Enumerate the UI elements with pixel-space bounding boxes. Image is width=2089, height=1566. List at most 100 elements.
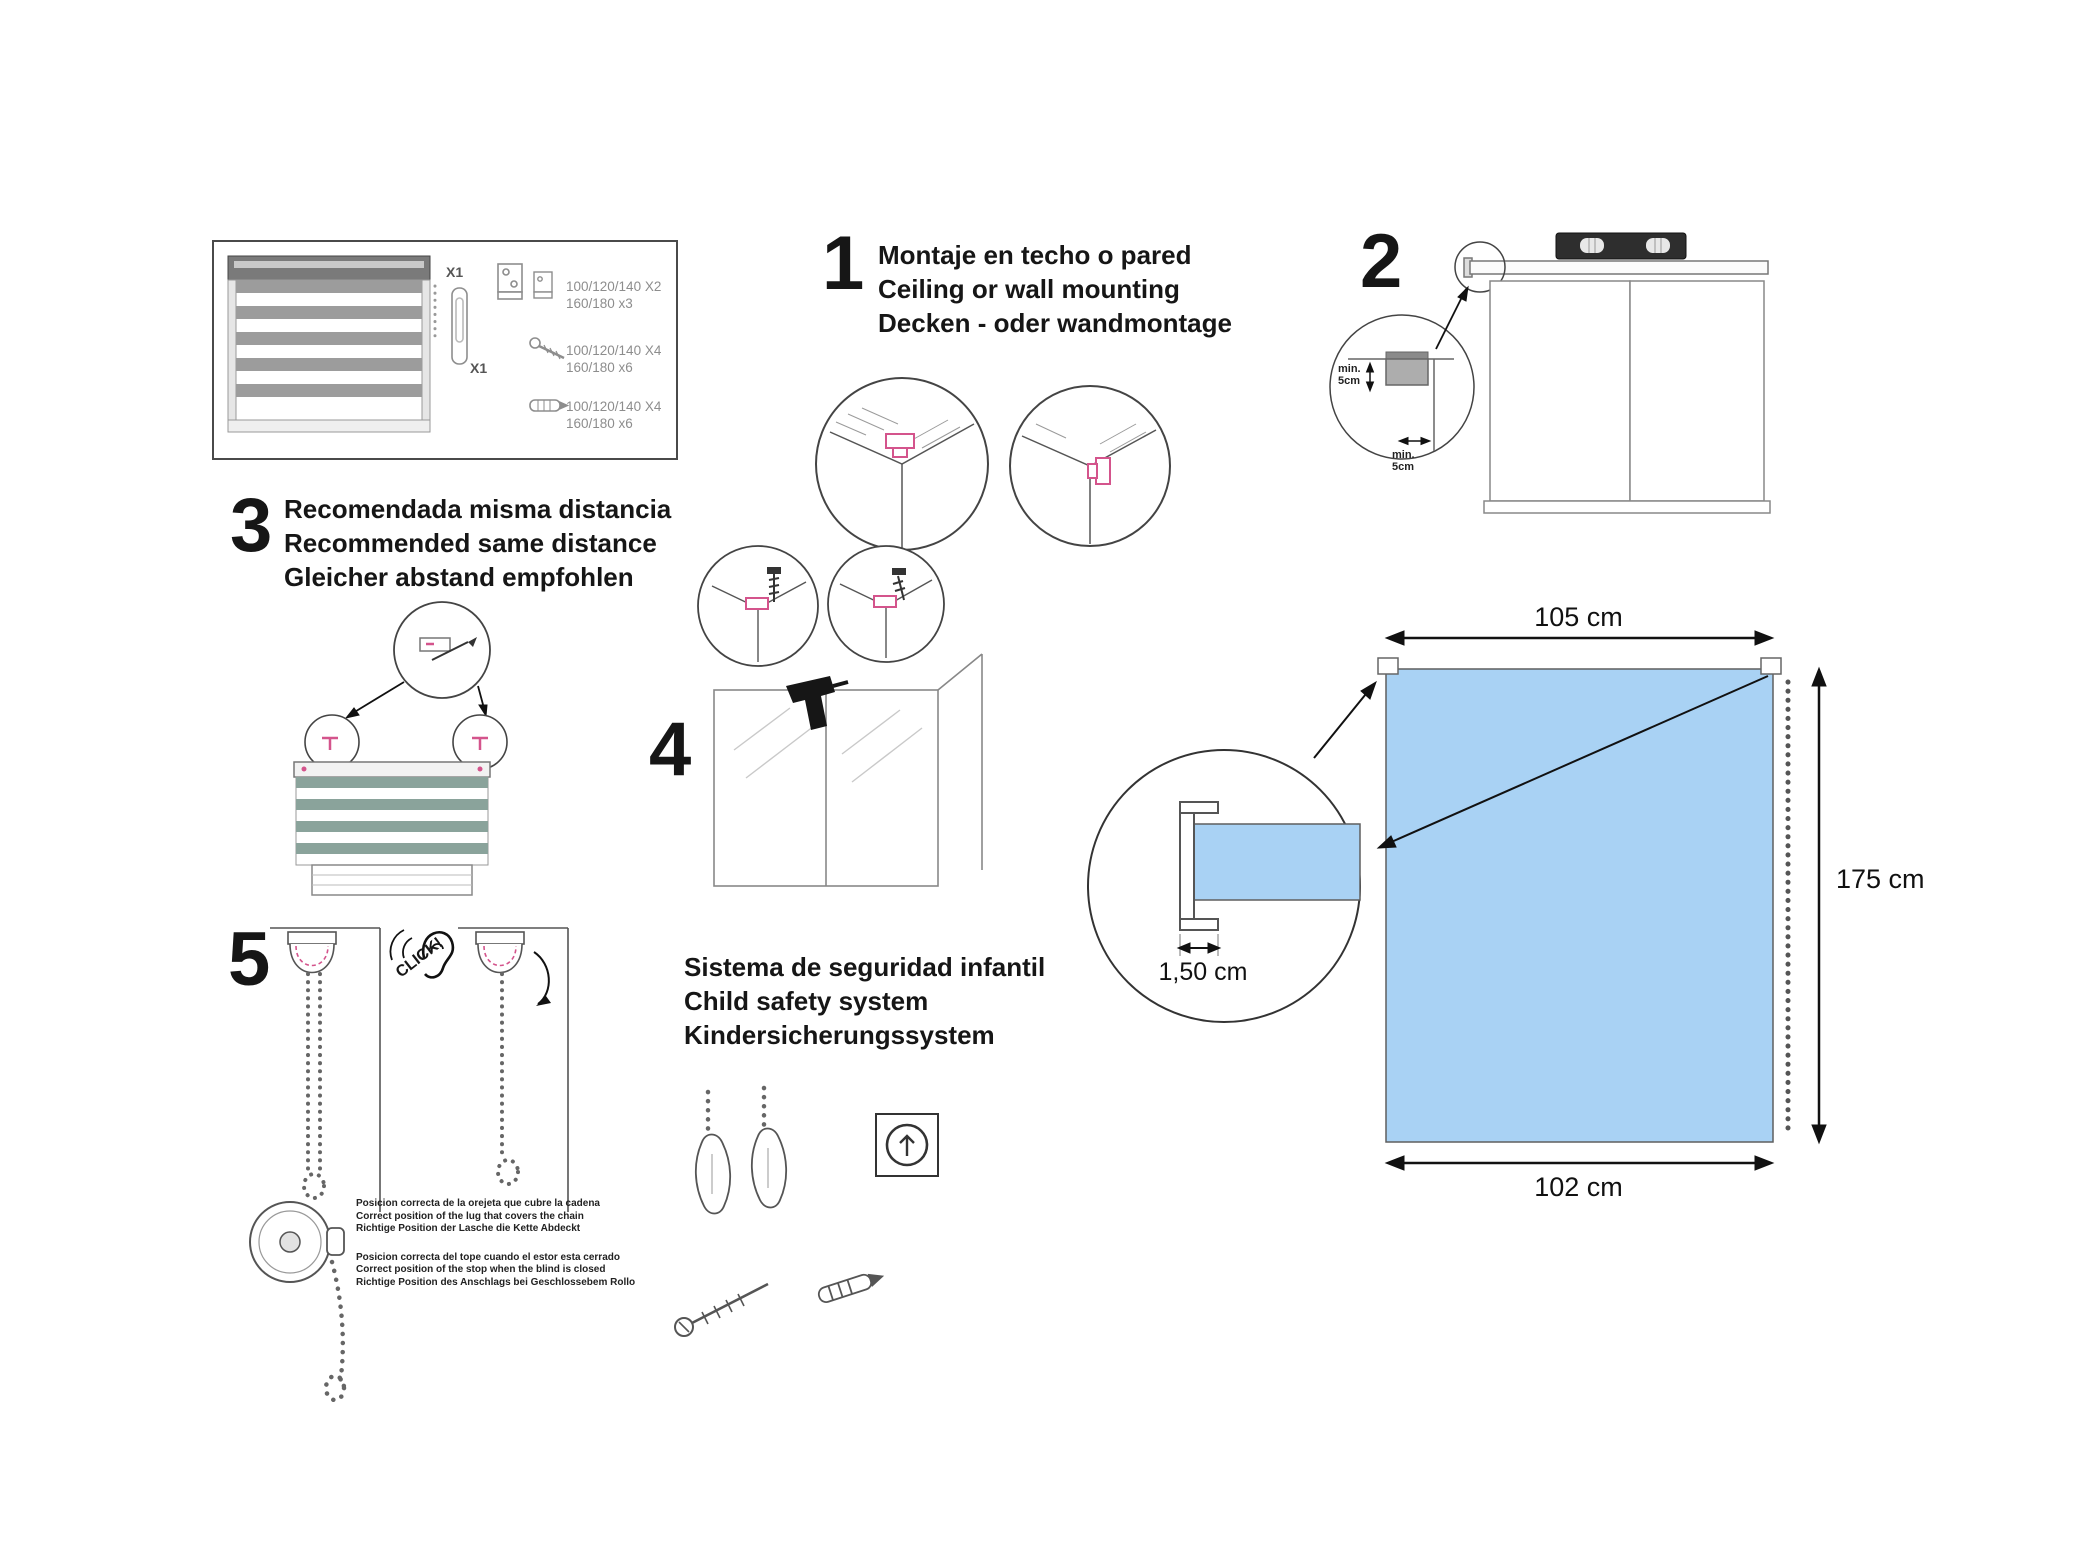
wall-plug-icon [529, 399, 570, 412]
stop-note-de: Richtige Position des Anschlags bei Gesc… [356, 1276, 636, 1288]
roller-blind-icon [227, 255, 437, 433]
step2-number: 2 [1360, 219, 1402, 304]
bracket-icon [497, 263, 523, 300]
blind-fabric [1377, 657, 1782, 1143]
step1-title: Montaje en techo o pared Ceiling or wall… [878, 238, 1232, 340]
mark-right-circle [452, 714, 508, 770]
dimension-arrow-top [1384, 630, 1775, 646]
step3-number: 3 [230, 483, 272, 568]
min-distance-label-vertical: min. 5cm [1338, 363, 1361, 387]
bracket-small-icon [533, 271, 553, 299]
child-safety-title: Sistema de seguridad infantil Child safe… [684, 950, 1045, 1052]
callout-arrow [1435, 285, 1469, 350]
min-distance-arrows [1365, 361, 1432, 446]
lug-note-de: Richtige Position der Lasche die Kette A… [356, 1223, 581, 1234]
step1-title-es: Montaje en techo o pared [878, 240, 1192, 270]
blind-panels [1483, 280, 1771, 514]
stop-note-es: Posicion correcta del tope cuando el est… [356, 1251, 620, 1263]
chain-notes: Posicion correcta de la orejeta que cubr… [356, 1198, 635, 1289]
step3-title-de: Gleicher abstand empfohlen [284, 562, 634, 592]
min-distance-label-horizontal: min. 5cm [1392, 449, 1415, 473]
lug-note: Posicion correcta de la orejeta que cubr… [356, 1198, 635, 1236]
lug-note-en: Correct position of the lug that covers … [356, 1210, 584, 1222]
parts-illustration [227, 255, 570, 433]
step3-illustration [293, 601, 508, 896]
bracket-icon [1087, 457, 1111, 485]
headrail-cross-section [1193, 823, 1361, 901]
chain-tensioner-icons [694, 1085, 788, 1215]
dimension-label-top-width: 105 cm [1534, 602, 1623, 632]
screw-wall-detail-circle [827, 545, 945, 663]
right-bracket-chain [458, 927, 569, 1212]
chain-stop-illustration [249, 1201, 347, 1403]
qty-screws-line2: 160/180 x6 [566, 360, 633, 375]
child-safety-title-en: Child safety system [684, 986, 929, 1016]
stop-note-en: Correct position of the stop when the bl… [356, 1264, 606, 1275]
child-safety-illustration [674, 1085, 939, 1337]
step2-illustration [1329, 232, 1771, 514]
step3-title-en: Recommended same distance [284, 528, 657, 558]
step5-illustration [270, 927, 569, 1212]
dimension-label-height: 175 cm [1836, 864, 1925, 894]
dimension-label-bracket-depth: 1,50 cm [1158, 958, 1248, 986]
marking-detail-circle [393, 601, 491, 699]
pencil-icon [431, 637, 477, 661]
zebra-blind-icon [293, 761, 491, 896]
screw-ceiling-detail-circle [697, 545, 819, 667]
step4-number: 4 [649, 707, 691, 792]
bracket-icon [885, 433, 915, 458]
drill-icon [786, 676, 849, 730]
headrail-icon [1463, 257, 1769, 278]
step5-number: 5 [228, 917, 270, 1002]
left-bracket-icon [1377, 657, 1399, 675]
bracket-cross-section [1179, 801, 1219, 931]
qty-brackets-line1: 100/120/140 X2 [566, 279, 662, 294]
stop-note: Posicion correcta del tope cuando el est… [356, 1252, 635, 1290]
chain-icon [329, 1259, 346, 1387]
mark-left-circle [304, 714, 360, 770]
step1-illustration [815, 377, 1171, 551]
step1-title-de: Decken - oder wandmontage [878, 308, 1232, 338]
qty-row-plugs: 100/120/140 X4 160/180 x6 [566, 398, 661, 432]
screw-icon [892, 568, 906, 601]
window-illustration [713, 653, 983, 887]
wall-plug-icon [817, 1273, 885, 1304]
callout-arrows [344, 681, 488, 719]
step3-title: Recomendada misma distancia Recommended … [284, 492, 671, 594]
qty-screws-line1: 100/120/140 X4 [566, 343, 662, 358]
wall-mount-detail-circle [1009, 385, 1171, 547]
child-safety-title-de: Kindersicherungssystem [684, 1020, 995, 1050]
bracket-detail-circle [1087, 749, 1361, 1023]
screw-icon [767, 567, 781, 602]
lug-note-es: Posicion correcta de la orejeta que cubr… [356, 1198, 600, 1209]
ceiling-mount-detail-circle [815, 377, 989, 551]
ear-icon [389, 929, 455, 979]
press-indicator-icon [875, 1113, 939, 1177]
measurement-diagram [1087, 630, 1827, 1171]
qty-row-brackets: 100/120/140 X2 160/180 x3 [566, 278, 661, 312]
magnifier-circle [1454, 241, 1506, 293]
knob-icon [249, 1201, 345, 1283]
right-bracket-icon [1760, 657, 1782, 675]
chain-loop [323, 1373, 347, 1403]
mounting-detail-circle [1329, 314, 1475, 460]
step1-number: 1 [822, 221, 864, 306]
parts-count-clip: X1 [470, 360, 488, 376]
spirit-level-icon [1555, 232, 1687, 260]
screw-icon [529, 337, 565, 360]
screw-icon [674, 1282, 769, 1337]
side-clip-icon [451, 287, 468, 365]
parts-count-blind: X1 [446, 264, 464, 280]
step4-illustration [697, 545, 983, 887]
dimension-arrow-bottom [1384, 1155, 1775, 1171]
parts-list-box: X1 X1 100/120/140 X2 160/180 x3 100/120/… [212, 240, 678, 460]
step1-title-en: Ceiling or wall mounting [878, 274, 1180, 304]
dimension-arrow-right [1811, 666, 1827, 1145]
dimension-arrow-bracket [1176, 934, 1222, 956]
child-safety-title-es: Sistema de seguridad infantil [684, 952, 1046, 982]
qty-brackets-line2: 160/180 x3 [566, 296, 633, 311]
callout-lines [1313, 675, 1769, 849]
qty-row-screws: 100/120/140 X4 160/180 x6 [566, 342, 661, 376]
left-bracket-chain [270, 927, 381, 1212]
